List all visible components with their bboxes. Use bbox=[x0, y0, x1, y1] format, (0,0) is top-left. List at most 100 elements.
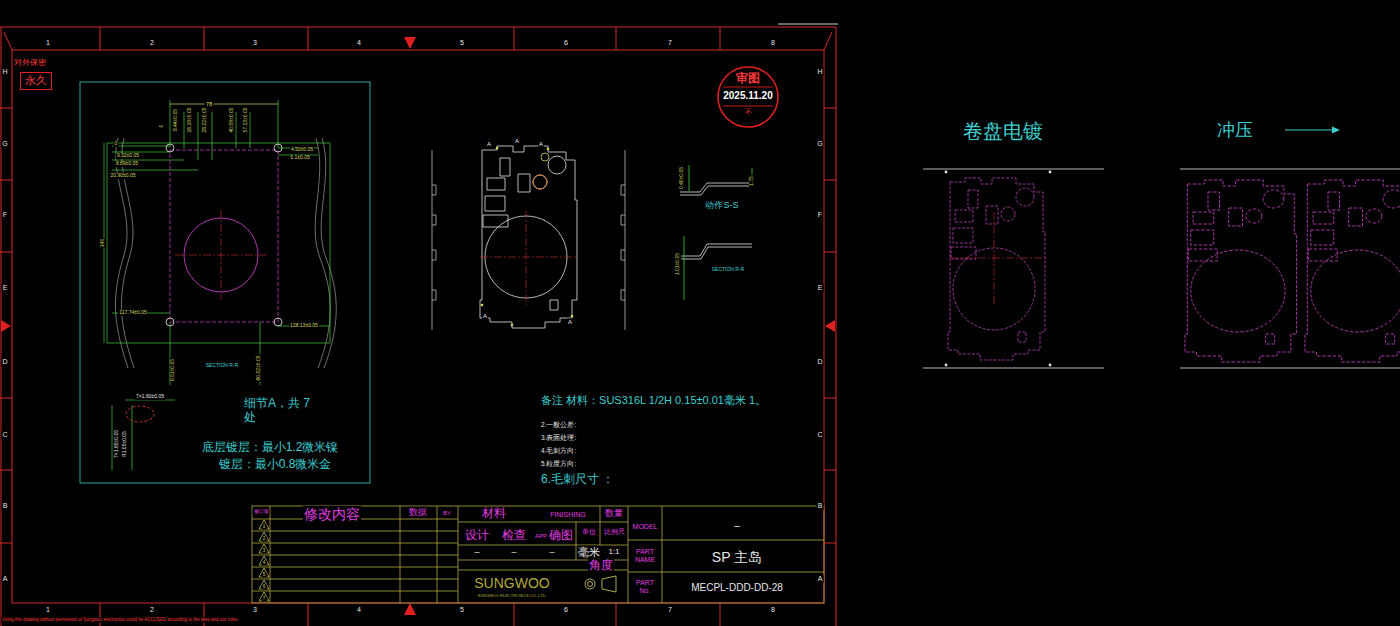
dimension: 28.22±0.05 bbox=[202, 107, 208, 134]
title-block bbox=[252, 506, 824, 603]
company-logo: SUNGWOO bbox=[473, 575, 550, 591]
strip-edge bbox=[115, 138, 336, 368]
title-block-cell: 数量 bbox=[604, 508, 624, 518]
zone-number: 2 bbox=[149, 39, 155, 47]
plating-note: 底层镀层：最小1.2微米镍 bbox=[201, 441, 340, 455]
zone-number: 6 bbox=[563, 606, 569, 614]
revision-number: 7 bbox=[262, 596, 267, 601]
title-block-cell: 数据 bbox=[408, 507, 428, 517]
zone-number: 2 bbox=[149, 606, 155, 614]
stamp-title: 审图 bbox=[736, 72, 760, 86]
process-heading: 冲压 bbox=[1216, 120, 1254, 141]
revision-number: 1 bbox=[262, 524, 267, 529]
detail-mark bbox=[126, 406, 154, 422]
dimension: 57.13±0.05 bbox=[243, 107, 249, 134]
zone-number: 3 bbox=[252, 39, 258, 47]
title-block-cell: MODEL bbox=[632, 523, 659, 531]
zone-letter: D bbox=[1, 358, 8, 366]
company-name: SUNGWOO ELECTRONICS CO.,LTD. bbox=[477, 594, 548, 599]
note-text: 3.表面处理: bbox=[540, 434, 577, 441]
callout-letter: A bbox=[514, 138, 520, 145]
zone-number: 8 bbox=[770, 606, 776, 614]
zone-number: 7 bbox=[667, 606, 673, 614]
zone-letter: B bbox=[2, 502, 9, 510]
revision-triangle bbox=[259, 520, 269, 601]
title-block-cell: BY bbox=[442, 510, 452, 517]
title-block-cell: FINISHING bbox=[549, 511, 586, 519]
dimension: 40.09±0.05 bbox=[229, 107, 235, 134]
title-block-cell: 修订版 bbox=[253, 509, 270, 515]
note-text: 6.毛刺尺寸 ： bbox=[540, 473, 615, 487]
dimension: R1.05±0.05 bbox=[122, 430, 128, 458]
dimension: 117.74±0.05 bbox=[118, 310, 147, 316]
zone-number: 1 bbox=[45, 39, 51, 47]
title-block-cell: 1:1 bbox=[607, 547, 620, 556]
note-text: 5.粒度方向: bbox=[540, 460, 577, 467]
dimension: 140 bbox=[100, 238, 106, 248]
title-block-cell: 修改内容 bbox=[303, 506, 361, 522]
zone-letter: F bbox=[817, 211, 823, 219]
dimension: 0.40±0.05 bbox=[679, 166, 685, 190]
zone-number: 5 bbox=[459, 606, 465, 614]
zone-letter: D bbox=[816, 358, 823, 366]
title-block-cell: – bbox=[733, 520, 741, 532]
zone-number: 3 bbox=[252, 606, 258, 614]
title-block-cell: – bbox=[510, 547, 517, 557]
stamp-mark: 不 bbox=[745, 108, 752, 116]
title-block-cell: 检查 bbox=[501, 529, 527, 543]
note-text: 4.毛刺方向: bbox=[540, 447, 577, 454]
plating-note: 镀层：最小0.8微米金 bbox=[218, 458, 333, 472]
zone-number: 6 bbox=[563, 39, 569, 47]
dimension: 0 bbox=[114, 141, 119, 147]
dimension: 1.75 bbox=[749, 175, 755, 187]
dimension: 9.32±0.05 bbox=[116, 153, 140, 159]
dimension: 7×1.65±0.05 bbox=[114, 429, 120, 459]
confidentiality-box: 对外保密永久 bbox=[20, 72, 52, 90]
confidentiality-heading: 对外保密 bbox=[14, 58, 46, 67]
callout-letter: A bbox=[486, 141, 492, 148]
dimension: 8.51±0.05 bbox=[170, 358, 176, 382]
part-view bbox=[432, 146, 625, 330]
dimension: 60.02±0.05 bbox=[256, 355, 262, 382]
centering-arrow bbox=[1, 37, 835, 615]
dimension: 8.44±0.05 bbox=[173, 108, 179, 132]
revision-number: 6 bbox=[262, 584, 267, 589]
title-block-cell: 材料 bbox=[481, 507, 507, 521]
zone-letter: C bbox=[816, 431, 823, 439]
zone-letter: G bbox=[1, 140, 8, 148]
revision-number: 2 bbox=[262, 536, 267, 541]
dimension: 128.13±0.05 bbox=[289, 323, 319, 329]
detail-note: 细节A，共 7处 bbox=[243, 397, 311, 425]
title-block-cell: 确图 bbox=[548, 529, 574, 543]
zone-number: 4 bbox=[356, 39, 362, 47]
zone-number: 8 bbox=[770, 39, 776, 47]
note-text: 2.一般公差: bbox=[540, 421, 577, 428]
dimension: 5.1±0.05 bbox=[289, 155, 310, 161]
dimension: 4.50±0.05 bbox=[290, 147, 314, 153]
zone-letter: B bbox=[817, 502, 824, 510]
zone-number: 5 bbox=[459, 39, 465, 47]
retention-term: 永久 bbox=[25, 74, 47, 87]
section-label: SECTION R-R bbox=[711, 267, 746, 273]
title-block-cell: 设计 bbox=[464, 529, 490, 543]
dimension-line bbox=[104, 100, 330, 470]
zone-letter: H bbox=[816, 68, 823, 76]
projection-symbol bbox=[585, 576, 616, 592]
approval-stamp: 审图2025.11.20不 bbox=[717, 66, 779, 128]
zone-letter: A bbox=[817, 575, 824, 583]
zone-number: 4 bbox=[356, 606, 362, 614]
callout-letter: A bbox=[538, 141, 544, 148]
revision-number: 3 bbox=[262, 548, 267, 553]
process-heading: 卷盘电镀 bbox=[962, 120, 1044, 143]
zone-letter: C bbox=[1, 431, 8, 439]
title-block-cell: 单位 bbox=[581, 528, 597, 536]
revision-number: 5 bbox=[262, 572, 267, 577]
zone-letter: E bbox=[2, 284, 9, 292]
zone-letter: H bbox=[1, 68, 8, 76]
callout-letter: A bbox=[482, 313, 488, 320]
title-block-cell: PART No. bbox=[630, 579, 660, 595]
zone-letter: G bbox=[816, 140, 823, 148]
view-frame bbox=[80, 82, 370, 483]
dimension: 20.90±0.05 bbox=[110, 173, 137, 179]
title-block-cell: PART NAME bbox=[630, 548, 660, 564]
